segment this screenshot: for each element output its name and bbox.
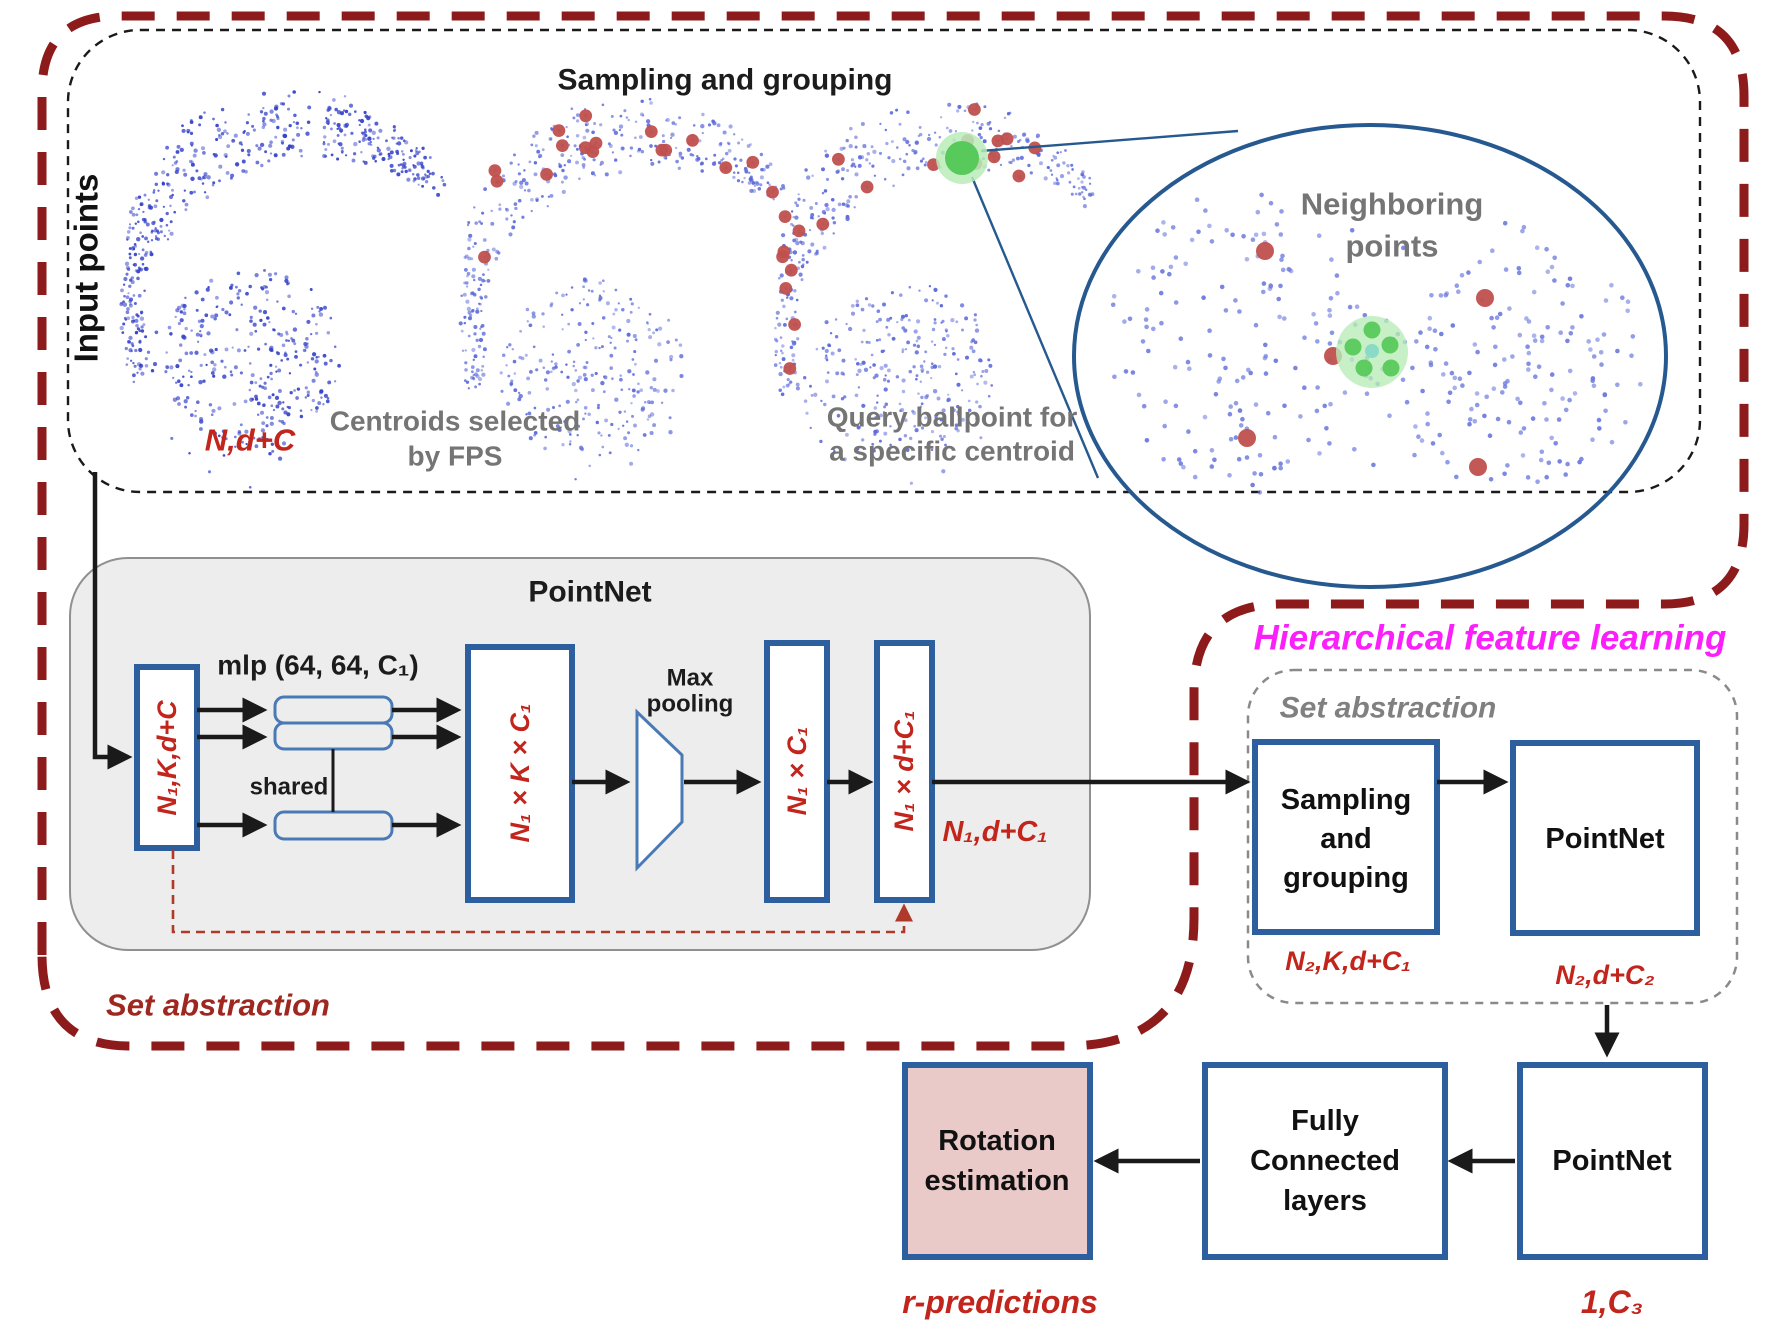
shared-label: shared xyxy=(250,774,329,801)
centroids-caption-line2: by FPS xyxy=(408,441,503,472)
bottom-pointnet-label: PointNet xyxy=(1552,1145,1672,1177)
magnifier-circle xyxy=(1072,123,1668,589)
mlp-layer-3 xyxy=(273,810,394,841)
concat-box-label: N₁ × d+C₁ xyxy=(889,710,919,831)
mlp-layer-2 xyxy=(273,721,394,751)
bottom-pointnet-box xyxy=(1517,1062,1708,1260)
matrix-box-label: N₁ × K × C₁ xyxy=(505,703,535,842)
pooled-box xyxy=(764,640,830,903)
mlp-label: mlp (64, 64, C₁) xyxy=(217,650,418,681)
sampling-grouping-panel-border xyxy=(66,28,1702,494)
fully-connected-box xyxy=(1202,1062,1448,1260)
magnifier-caption-line1: Neighboring xyxy=(1301,187,1484,222)
pointnet-output-label: N₁,d+C₁ xyxy=(942,816,1047,848)
hier-sg-line2: and xyxy=(1320,823,1372,855)
rotation-estimation-box xyxy=(902,1062,1093,1260)
input-flow-arrow xyxy=(92,472,133,770)
pointnet-panel-title: PointNet xyxy=(528,576,651,609)
feedback-dashed-arrow xyxy=(171,850,914,934)
query-centroid xyxy=(945,141,979,175)
fc-line2: Connected xyxy=(1250,1145,1400,1177)
maxpool-label-line1: Max xyxy=(667,665,714,692)
magnifier-caption-line2: points xyxy=(1346,229,1439,264)
hier-pointnet-output-label: N₂,d+C₂ xyxy=(1555,960,1654,990)
input-cloud-shape-label: N,d+C xyxy=(205,423,296,458)
rotation-line2: estimation xyxy=(924,1165,1069,1197)
set-abstraction-panel-border xyxy=(1246,668,1739,1005)
grouped-input-box xyxy=(134,664,200,851)
set-abstraction-caption: Set abstraction xyxy=(106,988,330,1023)
point-clouds-layer xyxy=(119,90,1643,495)
concat-box xyxy=(874,640,935,903)
fc-line3: layers xyxy=(1283,1185,1367,1217)
magnifier-line-top xyxy=(980,129,1239,153)
hier-pointnet-label: PointNet xyxy=(1545,823,1665,855)
hier-set-abstraction-caption: Set abstraction xyxy=(1280,692,1497,725)
top-panel-title: Sampling and grouping xyxy=(558,64,893,97)
hier-sg-line3: grouping xyxy=(1283,862,1409,894)
pooled-box-label: N₁ × C₁ xyxy=(782,727,812,816)
maxpool-label-line2: pooling xyxy=(647,691,734,718)
rotation-line1: Rotation xyxy=(938,1125,1056,1157)
matrix-box xyxy=(465,644,575,903)
fc-line1: Fully xyxy=(1291,1105,1359,1137)
hierarchical-title: Hierarchical feature learning xyxy=(1254,619,1727,658)
mlp-layer-1 xyxy=(273,695,394,725)
query-caption-line1: Query ballpoint for xyxy=(827,402,1078,433)
magnifier-line-bottom xyxy=(970,176,1100,479)
hier-pointnet-box xyxy=(1510,740,1700,936)
hier-sampling-grouping-box xyxy=(1252,739,1440,935)
bottom-pointnet-output-label: 1,C₃ xyxy=(1581,1284,1643,1320)
input-points-label: Input points xyxy=(68,174,105,363)
centroids-caption-line1: Centroids selected xyxy=(330,406,581,437)
maxpool-trapezoid xyxy=(635,708,684,872)
query-caption-line2: a specific centroid xyxy=(829,436,1075,467)
hier-sg-output-label: N₂,K,d+C₁ xyxy=(1285,946,1411,976)
hier-sg-line1: Sampling xyxy=(1281,784,1412,816)
pointnet-panel xyxy=(69,557,1091,951)
main-region-dashed-border xyxy=(37,11,1749,1051)
predictions-label: r-predictions xyxy=(902,1284,1098,1320)
grouped-input-box-label: N₁,K,d+C xyxy=(152,700,182,816)
